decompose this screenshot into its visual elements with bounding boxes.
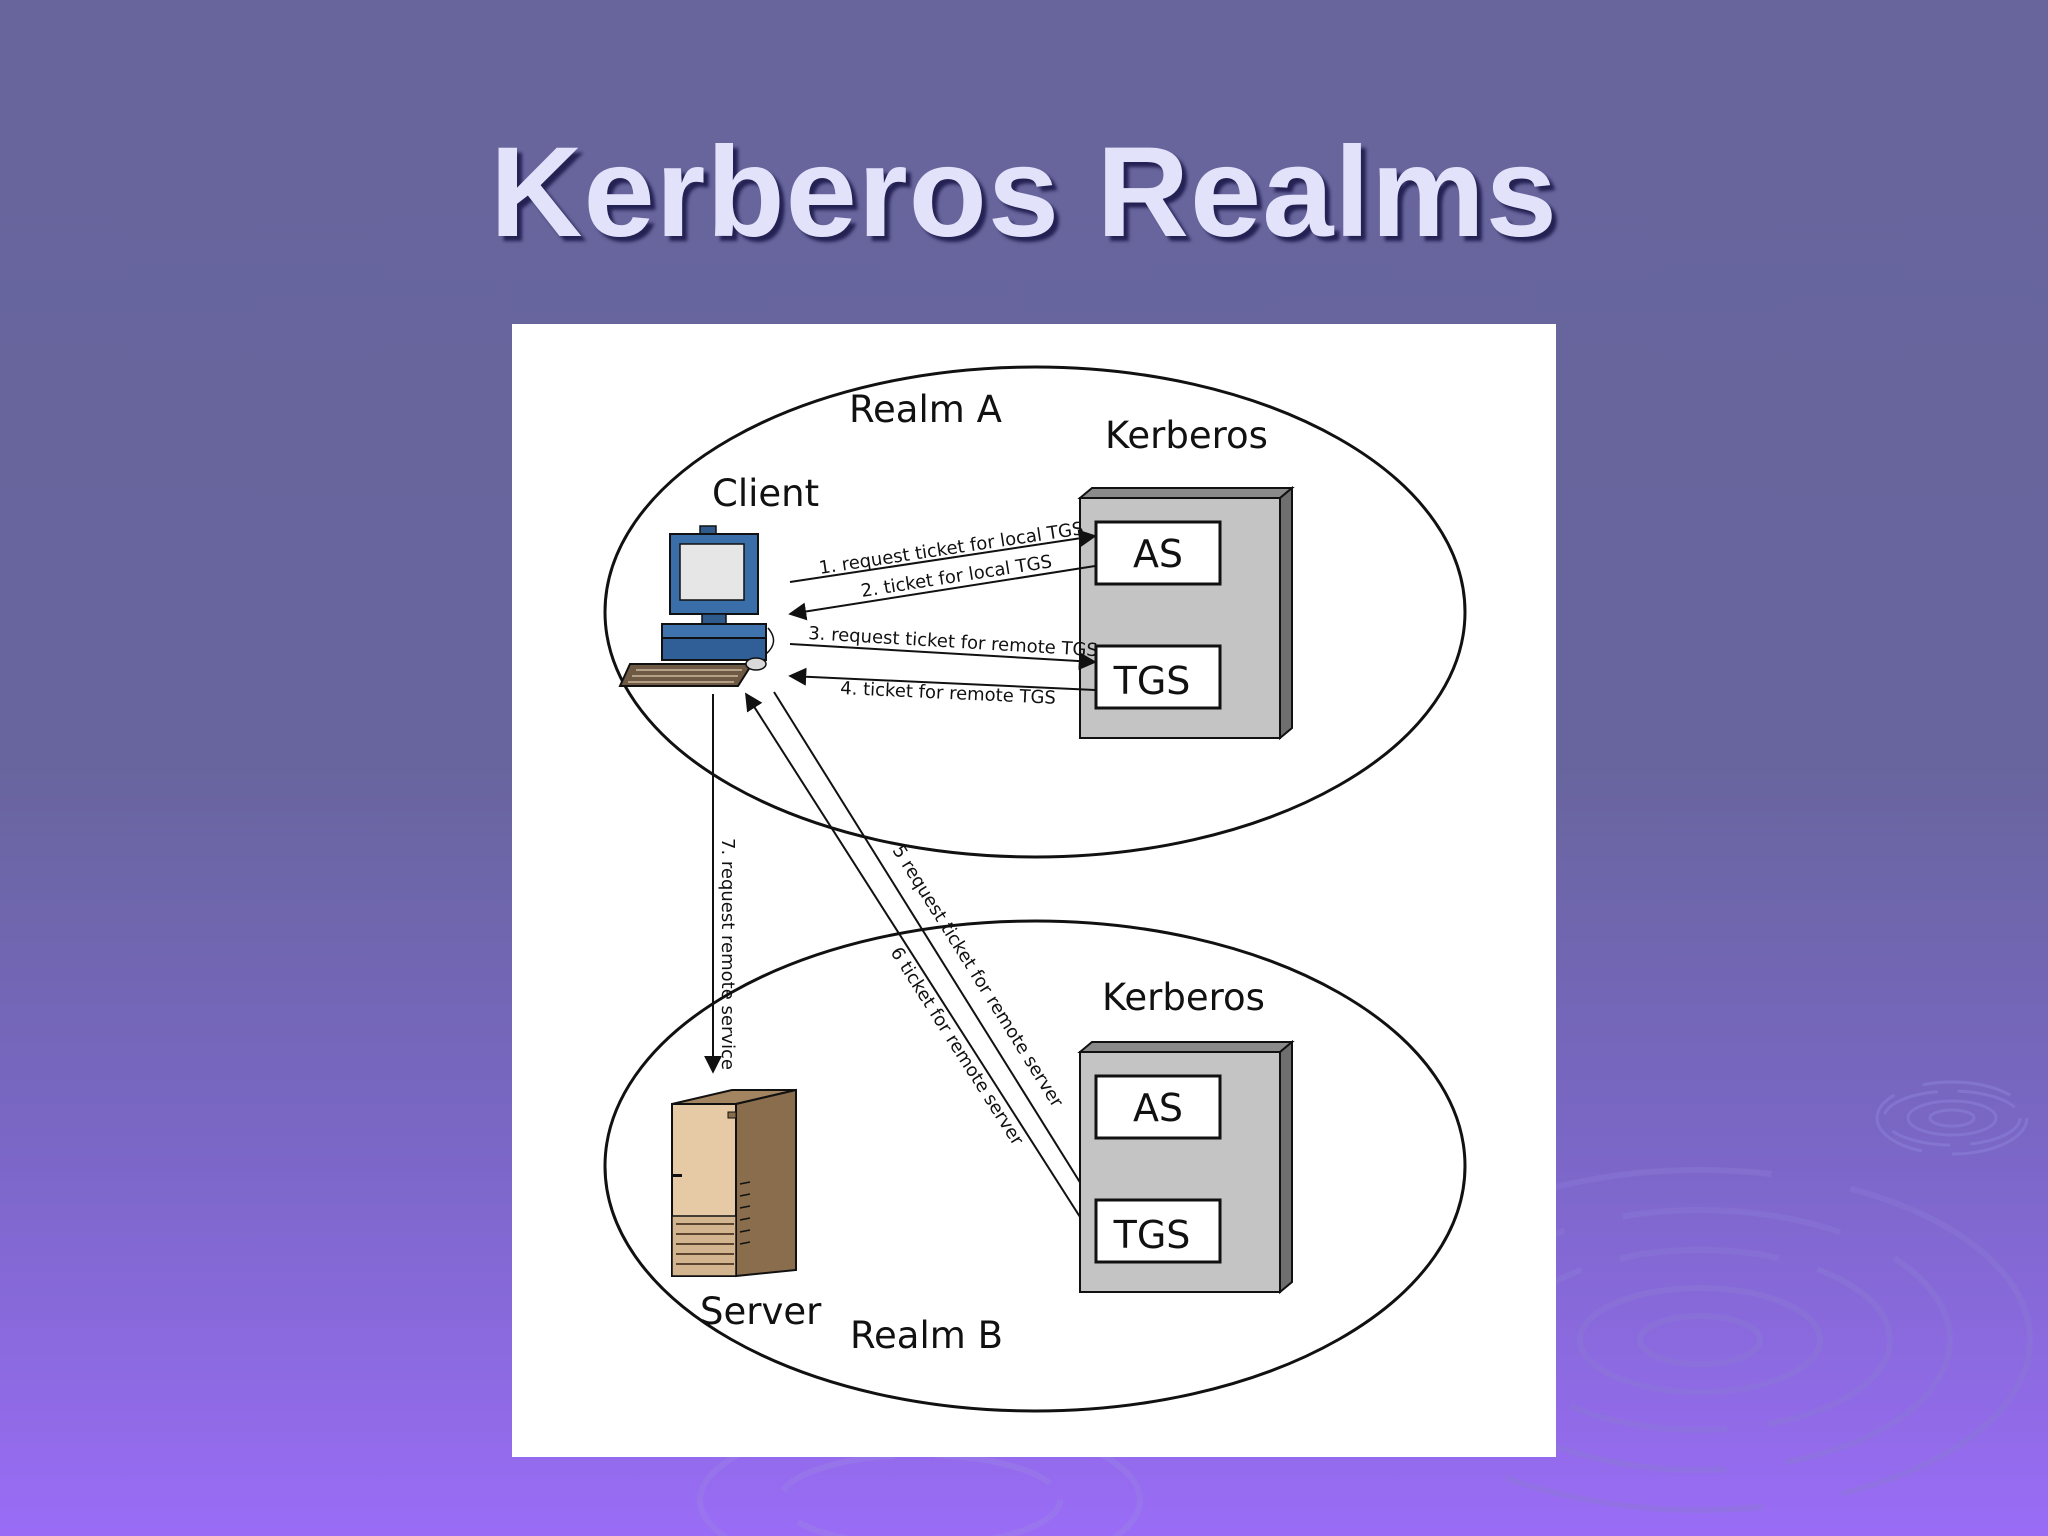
realm-a-as-label: AS: [1133, 532, 1183, 576]
realm-b-as-label: AS: [1133, 1086, 1183, 1130]
realm-a-as-box: [1094, 520, 1222, 586]
arrow-5: [773, 691, 1097, 1210]
arrow-4: [788, 667, 1096, 691]
server-label: Server: [700, 1290, 822, 1333]
arrow-1: [789, 529, 1097, 583]
realm-a-tgs-label: TGS: [1113, 659, 1191, 703]
kerberos-realms-diagram: Realm A Kerberos Client AS TGS: [512, 324, 1556, 1457]
realm-b-ellipse: [603, 919, 1467, 1413]
message-6: 6 ticket for remote server: [886, 943, 1028, 1149]
realm-a-label: Realm A: [849, 388, 1002, 431]
client-label: Client: [712, 472, 819, 515]
realm-b-kerberos-label: Kerberos: [1102, 976, 1265, 1019]
realm-a-kerberos-label: Kerberos: [1105, 414, 1268, 457]
message-4: 4. ticket for remote TGS: [840, 678, 1057, 709]
realm-b-kerberos-server: AS TGS: [1077, 1039, 1295, 1295]
slide-title: Kerberos Realms: [490, 121, 1558, 264]
realm-a-kerberos-server: AS TGS: [1077, 485, 1295, 741]
realm-b-label: Realm B: [850, 1314, 1003, 1357]
realm-b-tgs-label: TGS: [1113, 1213, 1191, 1257]
server-tower-icon: [671, 1088, 797, 1278]
arrow-6: [745, 692, 1097, 1243]
message-7: 7. request remote service: [717, 838, 738, 1070]
realm-a-ellipse: [603, 365, 1467, 859]
arrow-2: [788, 565, 1096, 621]
arrow-3: [789, 643, 1097, 671]
message-3: 3. request ticket for remote TGS: [808, 623, 1099, 661]
realm-b-tgs-box: [1094, 1198, 1222, 1264]
client-computer-icon: [618, 525, 775, 687]
realm-b-as-box: [1094, 1074, 1222, 1140]
realm-a-tgs-box: [1094, 644, 1222, 710]
